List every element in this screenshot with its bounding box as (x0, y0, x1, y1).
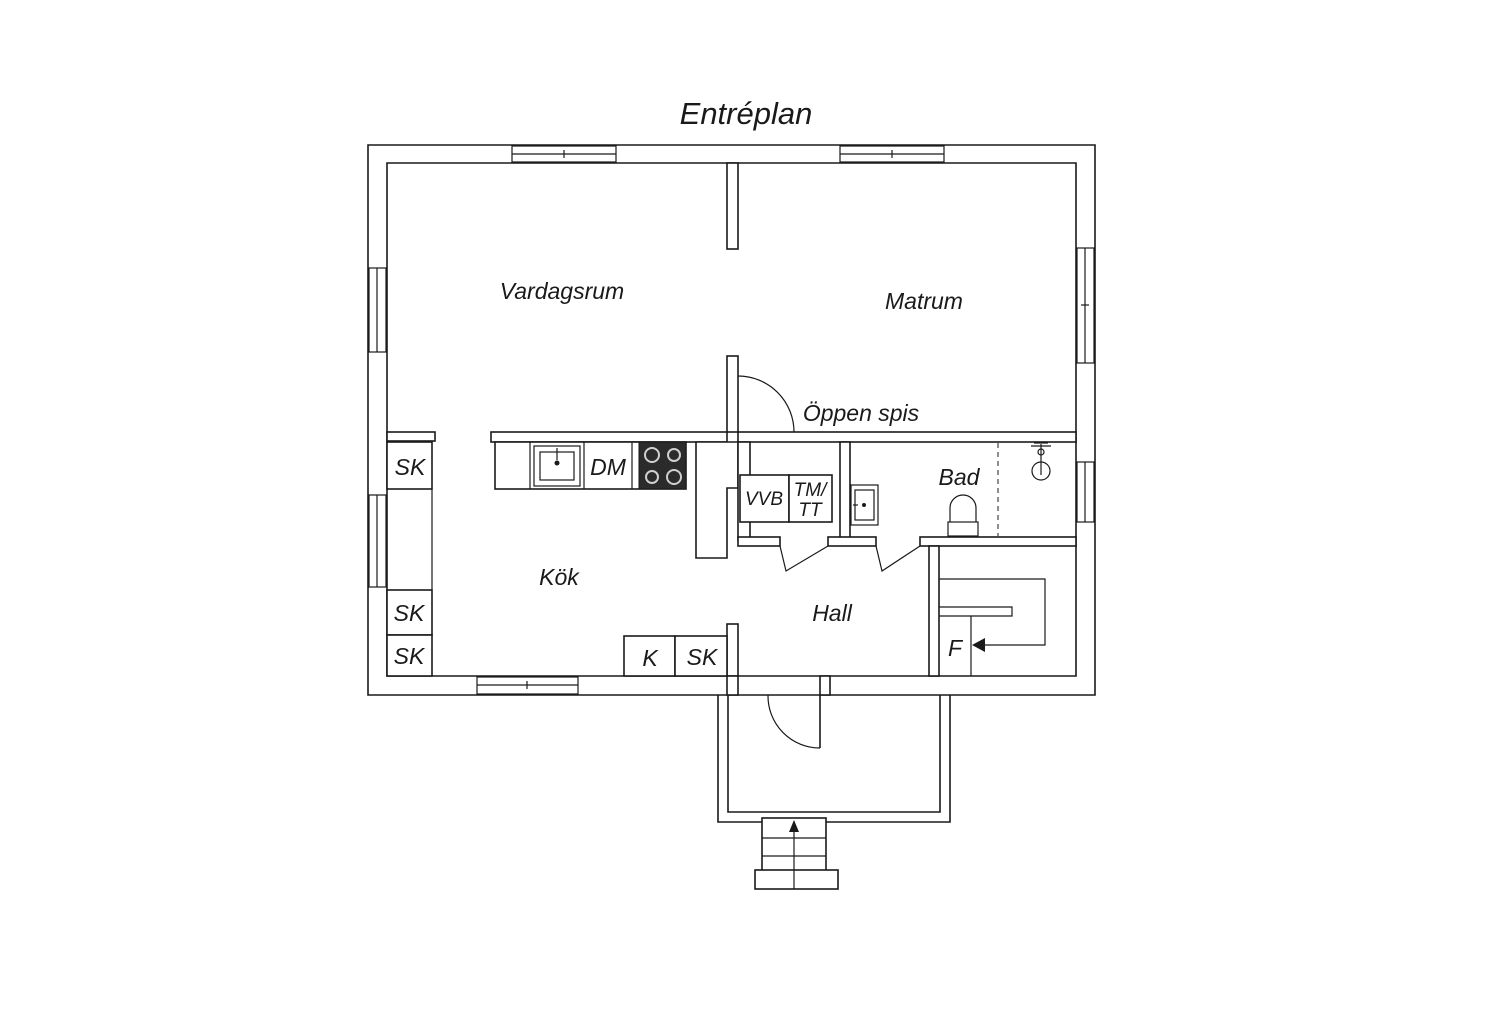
bathroom-fixtures (850, 442, 1051, 537)
technical-room: VVB TM/ TT (739, 474, 833, 523)
staircase: F (939, 578, 1046, 676)
room-label-bad: Bad (939, 464, 981, 490)
toilet-icon (947, 494, 979, 537)
window-top-right (839, 145, 945, 163)
sink-icon (533, 445, 581, 487)
interior-walls (386, 162, 1077, 696)
room-label-vardagsrum: Vardagsrum (500, 278, 624, 304)
entrance-steps (754, 817, 839, 890)
window-right-bath (1076, 461, 1095, 523)
vvb-label: VVB (745, 489, 783, 510)
tm-label: TM/ (794, 480, 828, 501)
sk-label-1: SK (395, 454, 427, 480)
wardrobes: SK SK SK K SK (386, 441, 728, 677)
window-right-upper (1076, 247, 1095, 364)
room-label-hall: Hall (812, 600, 853, 626)
room-labels: Vardagsrum Matrum Öppen spis Kök Bad Hal… (500, 278, 981, 626)
window-left-lower (368, 494, 387, 588)
kitchen-counter: DM (494, 441, 687, 490)
entrance-arrow-icon (789, 820, 799, 832)
doors (737, 375, 921, 749)
dm-label: DM (590, 454, 627, 480)
window-left-upper (368, 267, 387, 353)
room-label-oppen-spis: Öppen spis (803, 400, 920, 426)
tt-label: TT (798, 500, 823, 521)
entrance-porch (717, 694, 951, 823)
plan-title: Entréplan (680, 96, 813, 131)
sk-label-2: SK (394, 600, 426, 626)
room-label-kok: Kök (539, 564, 580, 590)
f-label: F (948, 635, 964, 661)
stove-icon (638, 441, 687, 490)
sk-label-3: SK (394, 643, 426, 669)
sk-label-4: SK (687, 644, 719, 670)
windows (368, 145, 1095, 695)
room-label-matrum: Matrum (885, 288, 963, 314)
stair-arrow-icon (972, 638, 985, 652)
window-bottom-left (476, 676, 579, 695)
washbasin-icon (850, 484, 879, 526)
exterior-walls (367, 144, 1096, 696)
window-top-left (511, 145, 617, 163)
k-label: K (642, 645, 659, 671)
shower-icon (1031, 442, 1051, 481)
